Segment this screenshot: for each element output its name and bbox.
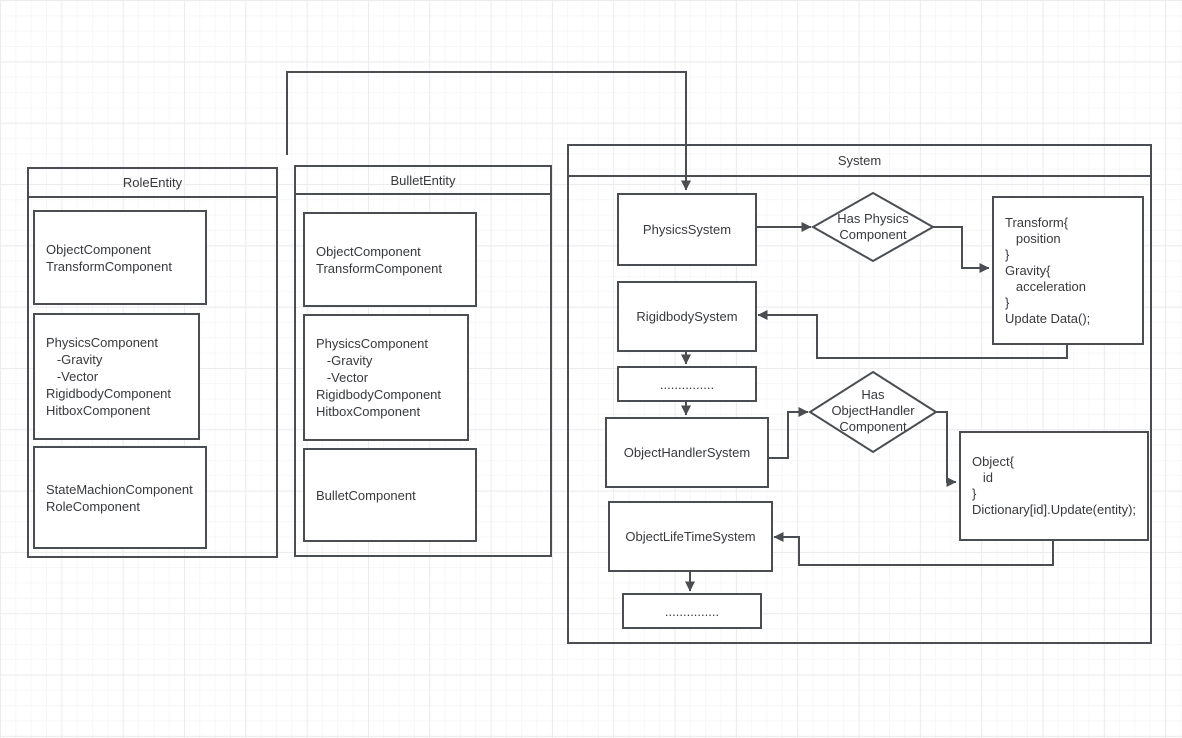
- decision-has-physics-diamond[interactable]: [810, 191, 936, 263]
- connector-decision-to-object-note[interactable]: [936, 411, 957, 487]
- decision-has-object-handler-diamond[interactable]: [808, 370, 938, 454]
- bullet-entity-components-text-2: PhysicsComponent -Gravity -Vector Rigidb…: [316, 336, 442, 419]
- object-lifetime-system-node[interactable]: ObjectLifeTimeSystem: [608, 501, 773, 572]
- object-dictionary-note-box[interactable]: Object{ id } Dictionary[id].Update(entit…: [959, 431, 1149, 541]
- object-dictionary-note-text: Object{ id } Dictionary[id].Update(entit…: [972, 454, 1137, 517]
- bullet-entity-components-text-3: BulletComponent: [316, 487, 416, 503]
- rigidbody-system-node[interactable]: RigidbodySystem: [617, 281, 757, 352]
- bullet-entity-container[interactable]: BulletEntity ObjectComponent TransformCo…: [294, 165, 552, 557]
- system-title: System: [569, 146, 1150, 177]
- role-entity-components-text-3: StateMachionComponent RoleComponent: [46, 481, 193, 514]
- physics-system-label: PhysicsSystem: [642, 222, 732, 237]
- bullet-entity-title-label: BulletEntity: [390, 172, 456, 188]
- role-entity-title: RoleEntity: [29, 169, 276, 198]
- decision-has-physics-label: Has Physics Component: [837, 211, 909, 242]
- ellipsis-label-2: ...............: [664, 603, 720, 619]
- transform-gravity-note-text: Transform{ position } Gravity{ accelerat…: [1005, 214, 1091, 326]
- object-handler-system-label: ObjectHandlerSystem: [623, 445, 751, 460]
- object-handler-system-node[interactable]: ObjectHandlerSystem: [605, 417, 769, 488]
- connector-entities-to-physics-system[interactable]: [286, 71, 691, 191]
- ellipsis-node-1[interactable]: ...............: [617, 366, 757, 402]
- connector-decision-to-transform-note[interactable]: [933, 226, 990, 273]
- role-entity-components-box-1[interactable]: ObjectComponent TransformComponent: [33, 210, 207, 305]
- role-entity-components-box-2[interactable]: PhysicsComponent -Gravity -Vector Rigidb…: [33, 313, 200, 440]
- decision-has-object-handler-label-wrap[interactable]: Has ObjectHandler Component: [810, 366, 936, 456]
- ellipsis-label-1: ...............: [659, 376, 715, 392]
- bullet-entity-components-box-3[interactable]: BulletComponent: [303, 448, 477, 542]
- connector-object-note-to-lifetime-system[interactable]: [773, 532, 1054, 566]
- connector-object-handler-system-to-decision[interactable]: [767, 407, 809, 459]
- bullet-entity-components-text-1: ObjectComponent TransformComponent: [316, 243, 442, 276]
- system-container[interactable]: System PhysicsSystem RigidbodySystem ...…: [567, 144, 1152, 644]
- bullet-entity-components-box-1[interactable]: ObjectComponent TransformComponent: [303, 212, 477, 307]
- bullet-entity-components-box-2[interactable]: PhysicsComponent -Gravity -Vector Rigidb…: [303, 314, 469, 441]
- system-title-label: System: [837, 153, 882, 168]
- role-entity-components-text-2: PhysicsComponent -Gravity -Vector Rigidb…: [46, 335, 172, 418]
- role-entity-title-label: RoleEntity: [122, 175, 183, 190]
- physics-system-node[interactable]: PhysicsSystem: [617, 193, 757, 266]
- decision-has-physics-label-wrap[interactable]: Has Physics Component: [813, 195, 933, 259]
- transform-gravity-note-box[interactable]: Transform{ position } Gravity{ accelerat…: [992, 196, 1144, 345]
- role-entity-components-box-3[interactable]: StateMachionComponent RoleComponent: [33, 446, 207, 549]
- decision-has-object-handler-label: Has ObjectHandler Component: [831, 387, 915, 434]
- rigidbody-system-label: RigidbodySystem: [636, 309, 738, 324]
- object-lifetime-system-label: ObjectLifeTimeSystem: [625, 529, 756, 544]
- role-entity-container[interactable]: RoleEntity ObjectComponent TransformComp…: [27, 167, 278, 558]
- ellipsis-node-2[interactable]: ...............: [622, 593, 762, 629]
- bullet-entity-title: BulletEntity: [296, 167, 550, 195]
- role-entity-components-text-1: ObjectComponent TransformComponent: [46, 241, 172, 274]
- connector-transform-note-to-rigidbody-system[interactable]: [757, 310, 1068, 359]
